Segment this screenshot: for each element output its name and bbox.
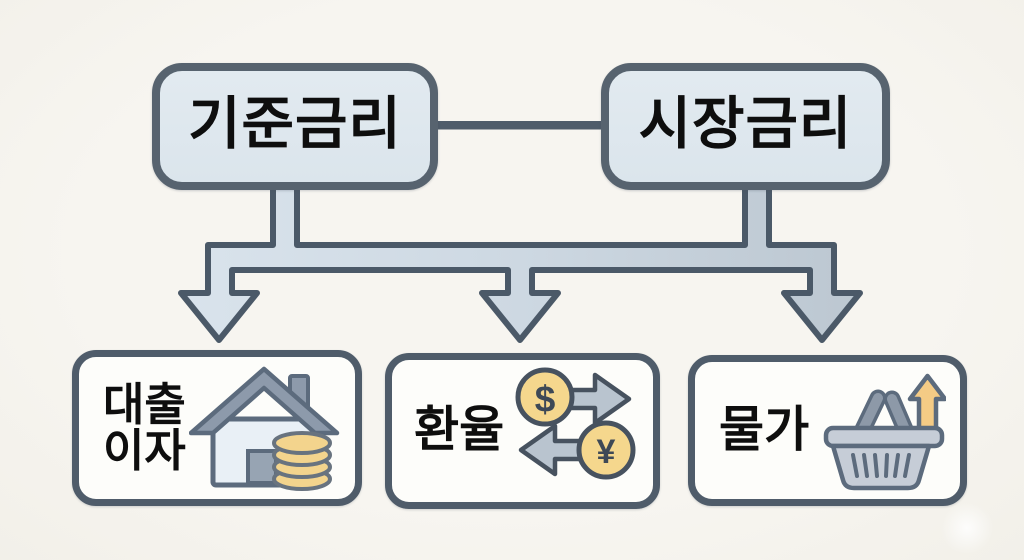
currency-exchange-icon: $ ¥ bbox=[515, 367, 636, 480]
basket-rising-prices-icon bbox=[823, 373, 946, 490]
node-market-rate-label: 시장금리 bbox=[638, 92, 853, 156]
node-base-rate: 기준금리 bbox=[152, 63, 438, 190]
house-door bbox=[246, 449, 278, 485]
yen-symbol: ¥ bbox=[597, 433, 616, 471]
card-loan-interest-label: 대출 이자 bbox=[103, 379, 186, 476]
yen-coin bbox=[576, 420, 636, 480]
coin-stack bbox=[272, 431, 332, 491]
card-prices-label: 물가 bbox=[719, 402, 810, 457]
price-up-arrow bbox=[907, 373, 946, 436]
card-prices: 물가 bbox=[688, 355, 967, 506]
node-base-rate-label: 기준금리 bbox=[188, 92, 402, 156]
node-market-rate: 시장금리 bbox=[601, 63, 890, 190]
top-connector-line bbox=[435, 121, 607, 130]
house-coins-icon bbox=[189, 366, 340, 491]
card-loan-interest: 대출 이자 bbox=[72, 350, 362, 506]
branch-arrows bbox=[178, 181, 863, 343]
basket-rim bbox=[823, 425, 945, 448]
dollar-coin bbox=[515, 367, 575, 427]
card-exchange-rate: 환율 $ ¥ bbox=[385, 353, 660, 509]
basket-body bbox=[830, 443, 932, 490]
basket-slats bbox=[851, 452, 911, 478]
dollar-symbol: $ bbox=[535, 379, 556, 420]
card-exchange-rate-label: 환율 bbox=[414, 403, 505, 458]
